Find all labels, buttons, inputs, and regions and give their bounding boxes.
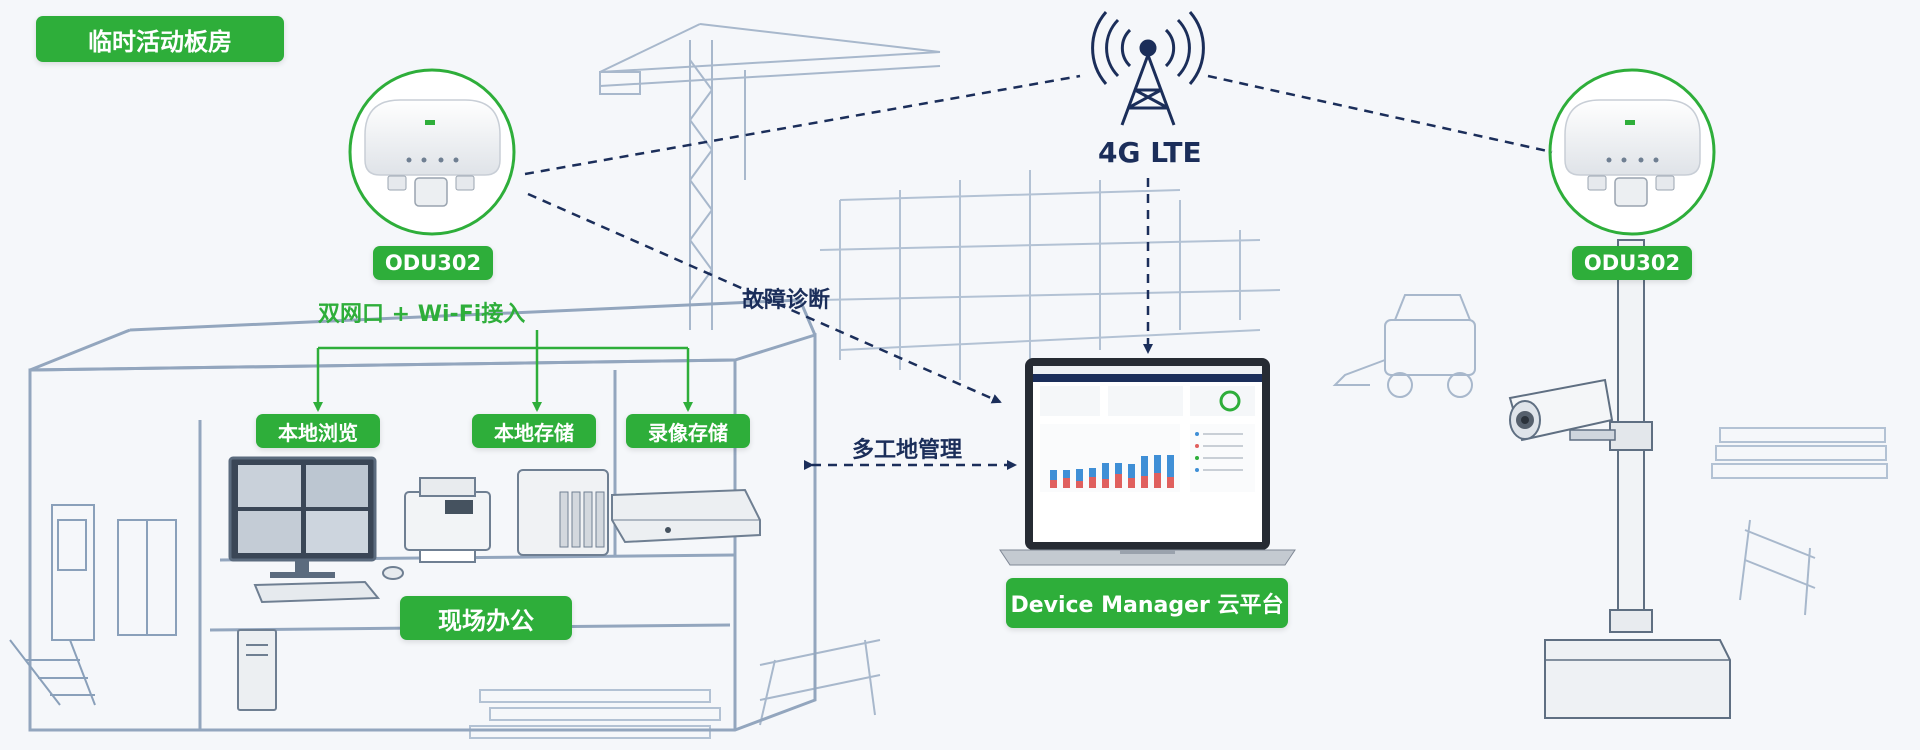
laptop-bar-red xyxy=(1128,478,1135,488)
barrier-middle xyxy=(759,639,881,726)
laptop-bar-red xyxy=(1089,477,1096,488)
keyboard-icon xyxy=(253,566,404,604)
laptop-bar-red xyxy=(1154,473,1161,488)
laptop-bar-red xyxy=(1076,481,1083,488)
odu302-left-label: ODU302 xyxy=(373,246,493,280)
container-window xyxy=(117,519,177,636)
odu302-right-label: ODU302 xyxy=(1572,246,1692,280)
laptop-bar-red xyxy=(1063,478,1070,488)
office-label: 现场办公 xyxy=(400,596,572,640)
building-frame-sketch xyxy=(819,170,1281,380)
fault-diagnosis-arrow xyxy=(527,192,1002,404)
mounting-pole xyxy=(1544,239,1731,719)
laptop-bar-blue xyxy=(1089,468,1096,477)
function-local-browse: 本地浏览 xyxy=(256,414,380,448)
laptop-bar-red xyxy=(1115,474,1122,488)
laptop-bar-blue xyxy=(1154,455,1161,473)
function-local-storage: 本地存储 xyxy=(472,414,596,448)
laptop-bar-blue xyxy=(1063,470,1070,478)
pc-tower-icon xyxy=(237,629,277,711)
laptop-bar-blue xyxy=(1076,469,1083,481)
laptop-chart-bars xyxy=(1050,455,1174,488)
laptop-bar-blue xyxy=(1128,464,1135,478)
interface-label: 双网口 + Wi-Fi接入 xyxy=(318,302,526,327)
laptop-bar-blue xyxy=(1167,455,1174,477)
cctv-camera-icon xyxy=(1508,378,1616,442)
temporary-office-container xyxy=(28,298,817,732)
laptop-bar-blue xyxy=(1141,456,1148,476)
multisite-management-label: 多工地管理 xyxy=(852,438,963,463)
function-video-storage: 录像存储 xyxy=(626,414,750,448)
odu302-right-device xyxy=(1548,68,1716,236)
cloud-platform-label: Device Manager 云平台 xyxy=(1006,578,1288,628)
printer-icon xyxy=(404,477,491,563)
lte-link-right xyxy=(1207,74,1553,154)
barrier-right xyxy=(1739,519,1816,616)
monitor-icon xyxy=(228,456,377,578)
lte-link-left xyxy=(524,74,1081,176)
container-door xyxy=(51,504,95,641)
skid-loader-sketch xyxy=(1332,294,1476,398)
fault-diagnosis-label: 故障诊断 xyxy=(742,288,831,313)
cell-tower-icon xyxy=(1091,11,1205,126)
laptop-bar-blue xyxy=(1050,470,1057,480)
material-stack-right xyxy=(1711,427,1888,479)
laptop-bar-red xyxy=(1102,479,1109,488)
nas-storage-icon xyxy=(517,469,609,556)
laptop-bar-red xyxy=(1167,477,1174,488)
laptop-bar-red xyxy=(1050,480,1057,488)
lte-label: 4G LTE xyxy=(1098,136,1202,169)
laptop-bar-red xyxy=(1141,476,1148,488)
tower-crane-sketch xyxy=(599,23,941,330)
title-badge: 临时活动板房 xyxy=(36,16,284,62)
lumber-pile-bottom xyxy=(469,689,721,739)
laptop-bar-blue xyxy=(1115,463,1122,474)
laptop-bar-blue xyxy=(1102,463,1109,479)
nvr-recorder-icon xyxy=(611,488,761,544)
odu302-left-device xyxy=(348,68,516,236)
container-stairs xyxy=(9,639,96,706)
interface-distribution-lines xyxy=(313,330,693,412)
